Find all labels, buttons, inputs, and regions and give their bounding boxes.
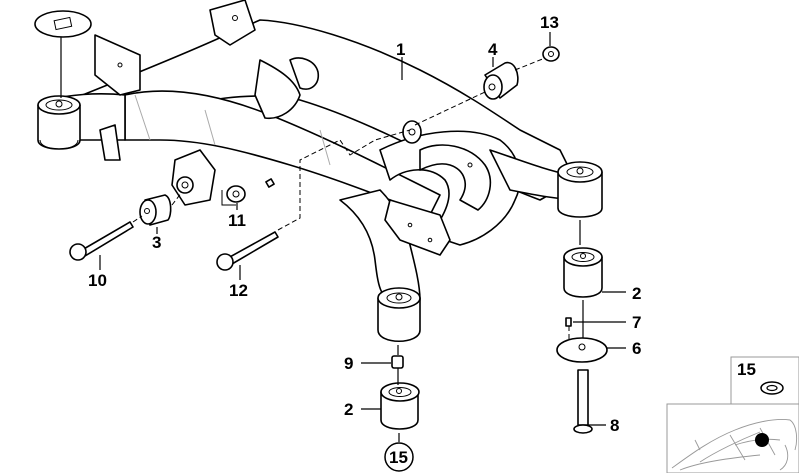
leader-lines — [99, 32, 626, 426]
leader-13-axis — [514, 57, 546, 71]
callout-8[interactable]: 8 — [610, 416, 619, 435]
inset-legend-label: 15 — [737, 360, 756, 379]
callout-13[interactable]: 13 — [540, 13, 559, 32]
inset-panel: 15 — [666, 356, 799, 473]
callout-4[interactable]: 4 — [488, 40, 498, 59]
bolt-12[interactable] — [216, 231, 279, 271]
axis-12 — [277, 129, 411, 231]
car-location-icon — [671, 419, 798, 471]
callout-1[interactable]: 1 — [396, 40, 405, 59]
callout-7[interactable]: 7 — [632, 313, 641, 332]
callout-15[interactable]: 15 — [389, 448, 408, 467]
screw-7[interactable] — [565, 317, 572, 327]
callout-9[interactable]: 9 — [344, 354, 353, 373]
bushing-4[interactable] — [483, 61, 519, 100]
callout-2-front[interactable]: 2 — [344, 400, 353, 419]
callout-3[interactable]: 3 — [152, 233, 161, 252]
bolt-8[interactable] — [573, 369, 593, 434]
washer-top-left[interactable] — [34, 10, 92, 38]
callout-11[interactable]: 11 — [228, 211, 246, 230]
washer-icon — [760, 381, 784, 395]
axis-10 — [132, 215, 143, 223]
callout-15-circle — [384, 442, 414, 472]
nut-9[interactable] — [391, 355, 404, 369]
bushing-3[interactable] — [139, 194, 172, 226]
callout-2-right[interactable]: 2 — [632, 284, 641, 303]
bushing-2-front[interactable] — [380, 382, 420, 430]
axis-3 — [171, 191, 183, 206]
axis-11 — [221, 190, 236, 206]
callout-10[interactable]: 10 — [88, 271, 107, 290]
leader-4-axis — [414, 91, 486, 126]
bushing-front-upper[interactable] — [377, 287, 421, 342]
nut-11[interactable] — [226, 185, 246, 203]
callout-6[interactable]: 6 — [632, 339, 641, 358]
location-marker — [755, 433, 769, 447]
axle-carrier-part[interactable] — [44, 0, 586, 301]
bushing-right-upper[interactable] — [557, 161, 603, 218]
bushing-2-right[interactable] — [563, 247, 603, 298]
plate-6[interactable] — [556, 337, 608, 363]
callout-12[interactable]: 12 — [229, 281, 248, 300]
bushing-left[interactable] — [37, 95, 81, 150]
nut-13[interactable] — [542, 46, 560, 62]
inset-car-box — [666, 403, 799, 473]
inset-legend-box — [730, 356, 799, 408]
bolt-10[interactable] — [69, 221, 134, 261]
